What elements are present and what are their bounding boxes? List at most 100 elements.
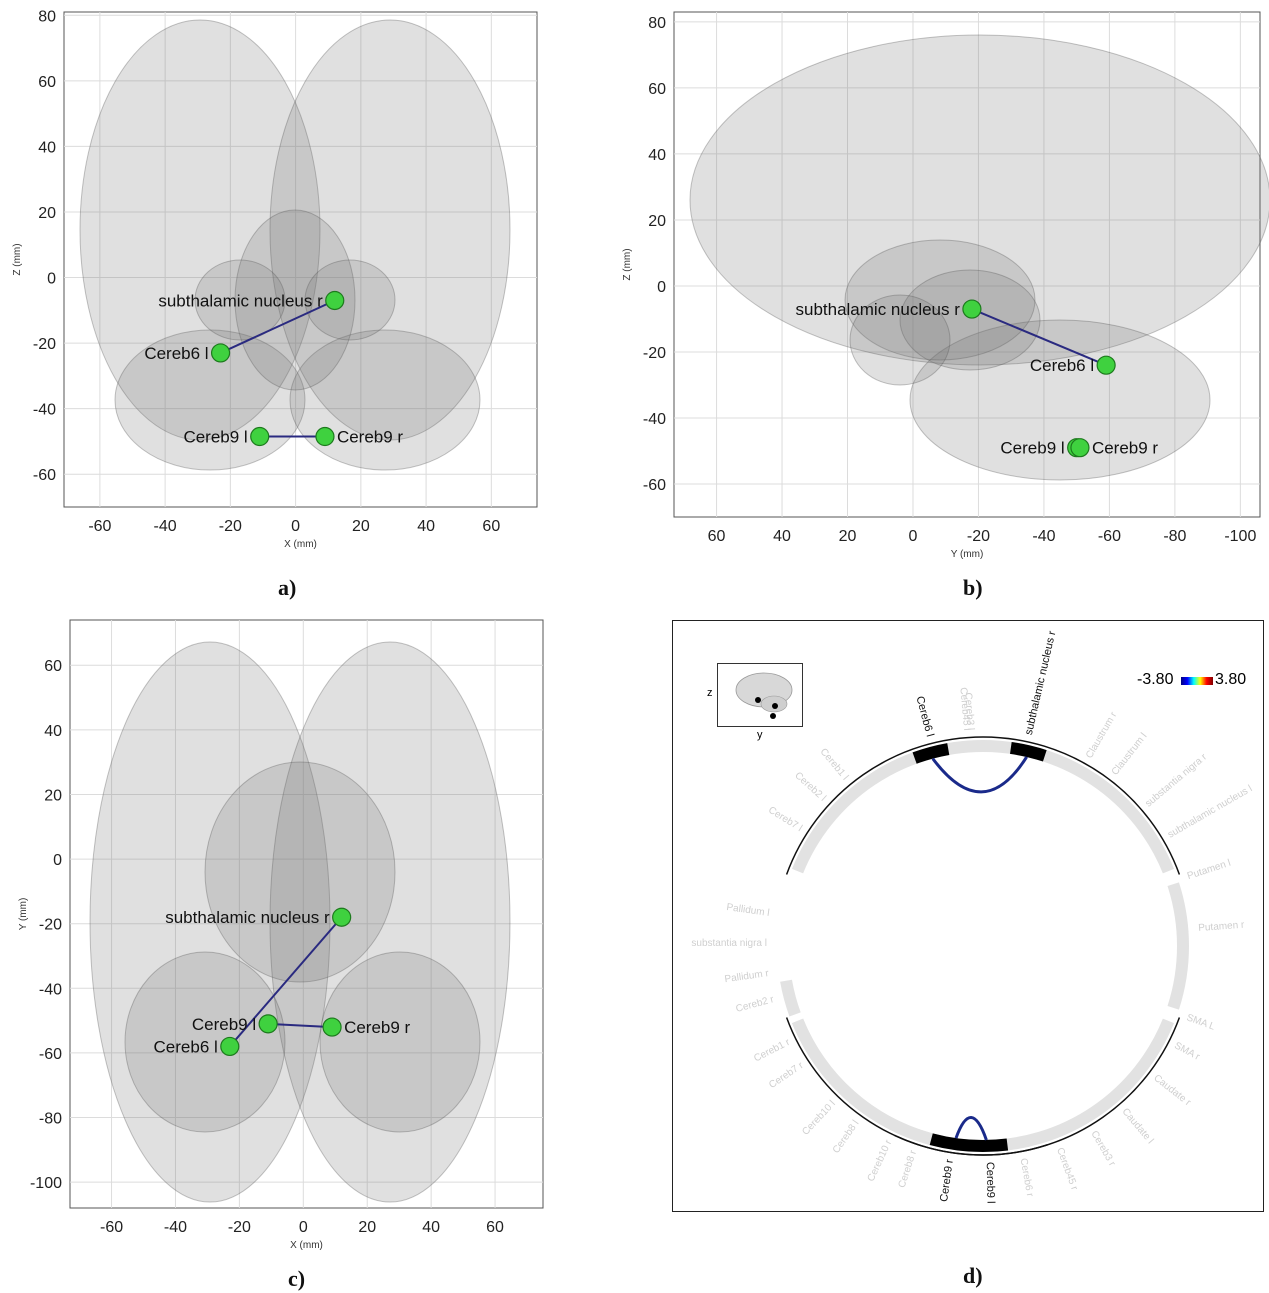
inset-node [772, 703, 778, 709]
y-tick-label: -80 [39, 1111, 62, 1128]
inset-node [755, 697, 761, 703]
x-tick-label: -40 [154, 518, 177, 535]
region-label: substantia nigra r [1143, 751, 1209, 809]
x-tick-label: -60 [88, 518, 111, 535]
y-tick-label: -20 [33, 336, 56, 353]
y-axis-label: Z (mm) [622, 248, 633, 280]
node-cereb6-l [212, 344, 230, 362]
node-label: subthalamic nucleus r [158, 291, 323, 310]
x-tick-label: 60 [708, 528, 726, 545]
colorbar-max-label: 3.80 [1215, 671, 1246, 689]
x-tick-label: -20 [228, 1219, 251, 1236]
connection-chord [956, 1118, 986, 1140]
region-label: Cereb2 l [792, 770, 827, 803]
brain-plot-axial: -60-40-2002040606040200-20-40-60-80-100X… [0, 612, 600, 1262]
region-label: Claustrum l [1110, 731, 1150, 778]
inset-z-label: z [707, 687, 713, 699]
y-tick-label: -100 [30, 1175, 62, 1192]
ring-segment [1173, 884, 1183, 1008]
y-tick-label: 0 [657, 279, 666, 296]
x-tick-label: 60 [482, 518, 500, 535]
node-label: Cereb9 l [183, 428, 247, 447]
x-tick-label: -60 [100, 1219, 123, 1236]
node-label: Cereb6 l [154, 1037, 218, 1056]
y-tick-label: -20 [39, 917, 62, 934]
x-tick-label: 40 [417, 518, 435, 535]
node-label: subthalamic nucleus r [165, 908, 330, 927]
region-label: Cereb1 l [818, 746, 851, 782]
colorbar-min-label: -3.80 [1137, 671, 1173, 689]
region-label: SMA r [1172, 1040, 1202, 1063]
node-cereb6-l [1097, 356, 1115, 374]
node-label: Cereb6 l [1030, 356, 1094, 375]
x-axis-label: X (mm) [284, 539, 317, 550]
inset-brain [717, 663, 803, 727]
x-tick-label: -60 [1098, 528, 1121, 545]
x-tick-label: -40 [164, 1219, 187, 1236]
x-tick-label: 40 [773, 528, 791, 545]
y-tick-label: -40 [33, 402, 56, 419]
inset-y-label: y [757, 729, 763, 741]
caption-b: b) [963, 575, 983, 601]
x-tick-label: -20 [967, 528, 990, 545]
region-label: Cereb3 r [1088, 1129, 1117, 1169]
region-label: Putamen l [1186, 858, 1232, 882]
y-tick-label: 40 [38, 139, 56, 156]
inset-node [770, 713, 776, 719]
y-axis-label: Z (mm) [12, 243, 23, 275]
highlighted-region-block [1011, 748, 1045, 756]
node-subthalamic-nucleus-r [326, 291, 344, 309]
region-label: Cereb2 r [735, 994, 776, 1015]
y-tick-label: 80 [648, 15, 666, 32]
highlighted-region-block [915, 749, 949, 758]
x-tick-label: 0 [299, 1219, 308, 1236]
x-tick-label: 20 [358, 1219, 376, 1236]
region-label: SMA L [1185, 1012, 1217, 1033]
brain-plot-coronal: -60-40-200204060806040200-20-40-60X (mm)… [0, 0, 600, 560]
y-tick-label: 0 [53, 852, 62, 869]
caption-a: a) [278, 575, 296, 601]
y-tick-label: -60 [643, 477, 666, 494]
x-tick-label: 0 [909, 528, 918, 545]
region-label: substantia nigra l [691, 938, 767, 949]
region-label: Cereb9 r [938, 1158, 956, 1202]
x-tick-label: 0 [291, 518, 300, 535]
node-subthalamic-nucleus-r [963, 300, 981, 318]
region-label: Putamen r [1198, 920, 1245, 934]
x-tick-label: 60 [486, 1219, 504, 1236]
y-tick-label: 0 [47, 271, 56, 288]
region-label: Cereb7 l [766, 805, 804, 834]
node-label: Cereb6 l [144, 344, 208, 363]
node-subthalamic-nucleus-r [333, 908, 351, 926]
y-tick-label: 20 [648, 213, 666, 230]
y-tick-label: 20 [44, 787, 62, 804]
x-tick-label: 40 [422, 1219, 440, 1236]
caption-d: d) [963, 1263, 983, 1289]
y-tick-label: -40 [39, 981, 62, 998]
y-tick-label: 20 [38, 205, 56, 222]
highlighted-region-block [931, 1139, 1007, 1146]
ring-segment [786, 981, 795, 1015]
region-label: subthalamic nucleus l [1166, 783, 1254, 840]
node-cereb9-l [251, 428, 269, 446]
x-tick-label: 20 [352, 518, 370, 535]
region-label: Cereb9 l [984, 1162, 997, 1204]
x-axis-label: X (mm) [290, 1240, 323, 1251]
connection-chord [933, 757, 1027, 792]
brain-region [320, 952, 480, 1132]
region-label: Cereb10 r [866, 1138, 895, 1184]
node-label: Cereb9 r [1092, 439, 1158, 458]
y-tick-label: -60 [33, 467, 56, 484]
node-cereb9-r [1071, 439, 1089, 457]
region-label: Cereb45 r [1054, 1146, 1080, 1192]
panel-d: Cereb6 lsubthalamic nucleus rCereb9 lCer… [672, 620, 1264, 1212]
region-label: Cereb7 r [767, 1060, 806, 1091]
region-label: Cereb10 l [800, 1099, 838, 1138]
y-tick-label: 60 [648, 81, 666, 98]
x-tick-label: -80 [1163, 528, 1186, 545]
brain-plot-sagittal: 6040200-20-40-60-80-100806040200-20-40-6… [610, 0, 1269, 560]
region-label: Caudate r [1151, 1073, 1193, 1109]
region-label: subthalamic nucleus r [1023, 630, 1059, 737]
y-tick-label: -20 [643, 345, 666, 362]
region-label: Cereb6 r [1018, 1157, 1036, 1198]
